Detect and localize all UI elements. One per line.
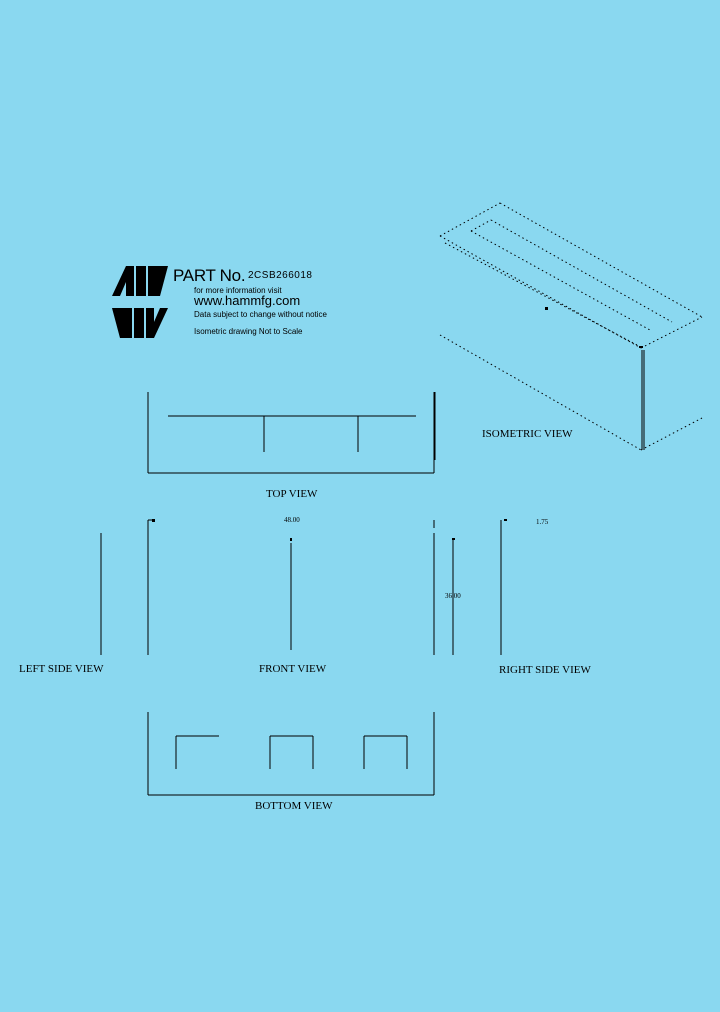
left-side-view-label: LEFT SIDE VIEW [19,663,104,675]
hammond-logo [112,266,168,338]
info-line: for more information visit [194,286,282,295]
isometric-box [439,202,703,451]
bottom-view-outline [147,712,435,796]
top-view-outline [147,392,435,474]
right-side-view-label: RIGHT SIDE VIEW [499,664,591,676]
top-view-label: TOP VIEW [266,488,318,500]
front-view-label: FRONT VIEW [259,663,327,675]
part-number: 2CSB266018 [248,270,313,281]
bottom-view-label: BOTTOM VIEW [255,800,333,812]
height-dimension: 36.00 [445,592,461,600]
isometric-view-label: ISOMETRIC VIEW [482,428,573,440]
notice-text: Data subject to change without notice [194,310,327,319]
front-width-dimension: 48.00 [284,516,300,524]
scale-note: Isometric drawing Not to Scale [194,327,303,336]
part-label: PART No. [173,266,246,285]
depth-dimension: 1.75 [536,518,549,526]
website-link[interactable]: www.hammfg.com [194,293,301,308]
